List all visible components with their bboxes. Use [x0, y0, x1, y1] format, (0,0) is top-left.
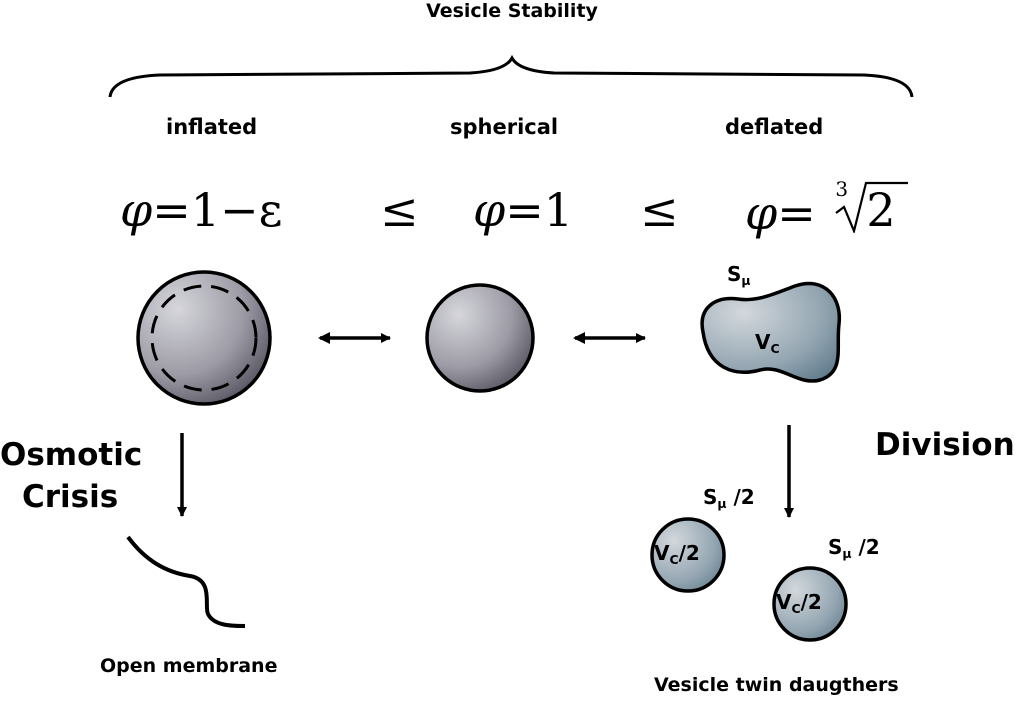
relation-leq-1: ≤ [380, 183, 419, 237]
inflated-inner-dashed-membrane [150, 284, 258, 392]
division-label: Division [875, 427, 1015, 463]
daughter-1-volume-label: VC/2 [654, 541, 700, 567]
curly-brace [108, 54, 914, 98]
spherical-vesicle [425, 283, 535, 393]
state-label-spherical: spherical [450, 115, 559, 139]
volume-label: VC [755, 330, 780, 356]
daughter-vesicle-2 [772, 566, 848, 642]
state-label-inflated: inflated [166, 115, 258, 139]
root-index: 3 [835, 177, 849, 201]
vesicle-twin-daughters-caption: Vesicle twin daugthers [654, 674, 899, 696]
osmotic-crisis-line1: Osmotic [0, 437, 143, 473]
equation-spherical: φ=1 [473, 183, 573, 237]
diagram-title: Vesicle Stability [426, 0, 598, 22]
equation-inflated: φ=1−ε [120, 183, 282, 237]
surface-label: Sμ [727, 262, 751, 288]
equation-deflated-eq: = [777, 186, 816, 240]
radical-sign [835, 181, 909, 233]
equation-spherical-rhs: =1 [505, 183, 574, 237]
open-membrane-caption: Open membrane [100, 655, 278, 677]
daughter-2-volume-label: VC/2 [776, 590, 822, 616]
phi-symbol: φ [473, 183, 506, 237]
inflated-vesicle [136, 270, 272, 406]
equation-deflated: φ= 3 2 [745, 177, 910, 240]
daughter-vesicle-1 [650, 517, 726, 593]
daughter-2-surface-label: Sμ /2 [828, 535, 880, 561]
deflated-vesicle [700, 281, 842, 383]
state-label-deflated: deflated [725, 115, 824, 139]
open-membrane-line [126, 535, 246, 628]
osmotic-crisis-line2: Crisis [22, 479, 119, 515]
daughter-1-surface-label: Sμ /2 [703, 485, 755, 511]
radicand: 2 [866, 183, 896, 237]
relation-leq-2: ≤ [640, 183, 679, 237]
phi-symbol: φ [120, 183, 153, 237]
cube-root: 3 2 [830, 177, 910, 237]
phi-symbol: φ [745, 186, 778, 240]
equation-inflated-rhs: =1−ε [152, 183, 283, 237]
